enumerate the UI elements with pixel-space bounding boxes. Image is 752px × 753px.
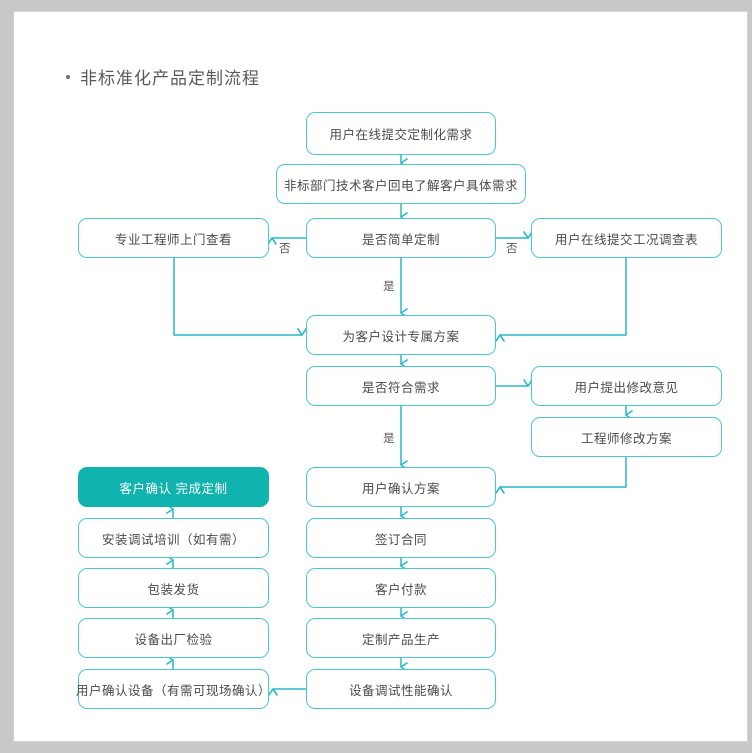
flowchart-canvas: 用户在线提交定制化需求 非标部门技术客户回电了解客户具体需求 是否简单定制 专业… [14,12,747,741]
flow-node-label: 专业工程师上门查看 [114,232,232,247]
flow-node-label: 是否简单定制 [361,232,440,247]
flow-node-label: 工程师修改方案 [580,431,672,446]
flow-node-user-submit-request[interactable]: 用户在线提交定制化需求 [306,112,496,155]
flow-node-design-solution[interactable]: 为客户设计专属方案 [306,315,496,355]
flow-node-label: 签订合同 [374,532,427,547]
flow-node-customer-payment[interactable]: 客户付款 [306,568,496,608]
flow-node-label: 用户在线提交定制化需求 [329,128,473,142]
flow-node-label: 定制产品生产 [361,632,440,647]
flow-node-label: 用户确认方案 [361,481,440,496]
flow-node-packing-shipping[interactable]: 包装发货 [78,568,269,608]
flow-node-user-revision-feedback[interactable]: 用户提出修改意见 [531,366,722,406]
edge-label-text: 否 [506,243,518,255]
flow-node-engineer-revise[interactable]: 工程师修改方案 [531,417,722,457]
edge-label-text: 否 [279,243,291,255]
flow-node-label: 用户确认设备（有需可现场确认） [76,683,272,698]
flow-node-customer-confirm-complete[interactable]: 客户确认 完成定制 [78,467,269,507]
bullet-icon [66,74,70,79]
edge-label-no-right: 否 [506,240,518,256]
flow-node-engineer-onsite[interactable]: 专业工程师上门查看 [78,218,269,258]
flow-node-label: 包装发货 [147,582,200,597]
flow-node-label: 用户提出修改意见 [574,380,679,395]
flow-node-factory-inspection[interactable]: 设备出厂检验 [78,618,269,658]
edge-label-text: 是 [383,281,395,293]
flow-node-label: 客户确认 完成定制 [119,481,228,496]
flow-node-label: 设备出厂检验 [134,632,213,647]
flow-node-label: 安装调试培训（如有需） [101,532,245,547]
flow-node-label: 客户付款 [374,582,427,597]
flow-node-label: 用户在线提交工况调查表 [554,232,698,247]
flow-node-label: 非标部门技术客户回电了解客户具体需求 [283,178,518,193]
edge-label-text: 是 [383,433,395,445]
flow-node-label: 为客户设计专属方案 [342,329,460,344]
flow-node-sign-contract[interactable]: 签订合同 [306,518,496,558]
slide-page: 非标准化产品定制流程 [13,11,748,742]
edge-label-yes-upper: 是 [383,278,395,294]
flow-node-label: 是否符合需求 [361,380,440,395]
flow-node-user-submit-survey[interactable]: 用户在线提交工况调查表 [531,218,722,258]
edge-label-yes-lower: 是 [383,430,395,446]
page-title: 非标准化产品定制流程 [66,64,260,89]
flow-node-custom-production[interactable]: 定制产品生产 [306,618,496,658]
page-title-text: 非标准化产品定制流程 [80,69,260,88]
flow-node-label: 设备调试性能确认 [348,683,453,698]
flow-node-install-training[interactable]: 安装调试培训（如有需） [78,518,269,558]
flow-node-equipment-commissioning[interactable]: 设备调试性能确认 [306,669,496,709]
flow-node-tech-callback[interactable]: 非标部门技术客户回电了解客户具体需求 [276,164,526,204]
edge-label-no-left: 否 [279,240,291,256]
flow-node-user-confirm-equipment[interactable]: 用户确认设备（有需可现场确认） [76,669,272,709]
flow-node-user-confirm-solution[interactable]: 用户确认方案 [306,467,496,507]
flow-node-meets-requirements[interactable]: 是否符合需求 [306,366,496,406]
flow-node-is-simple-custom[interactable]: 是否简单定制 [306,218,496,258]
